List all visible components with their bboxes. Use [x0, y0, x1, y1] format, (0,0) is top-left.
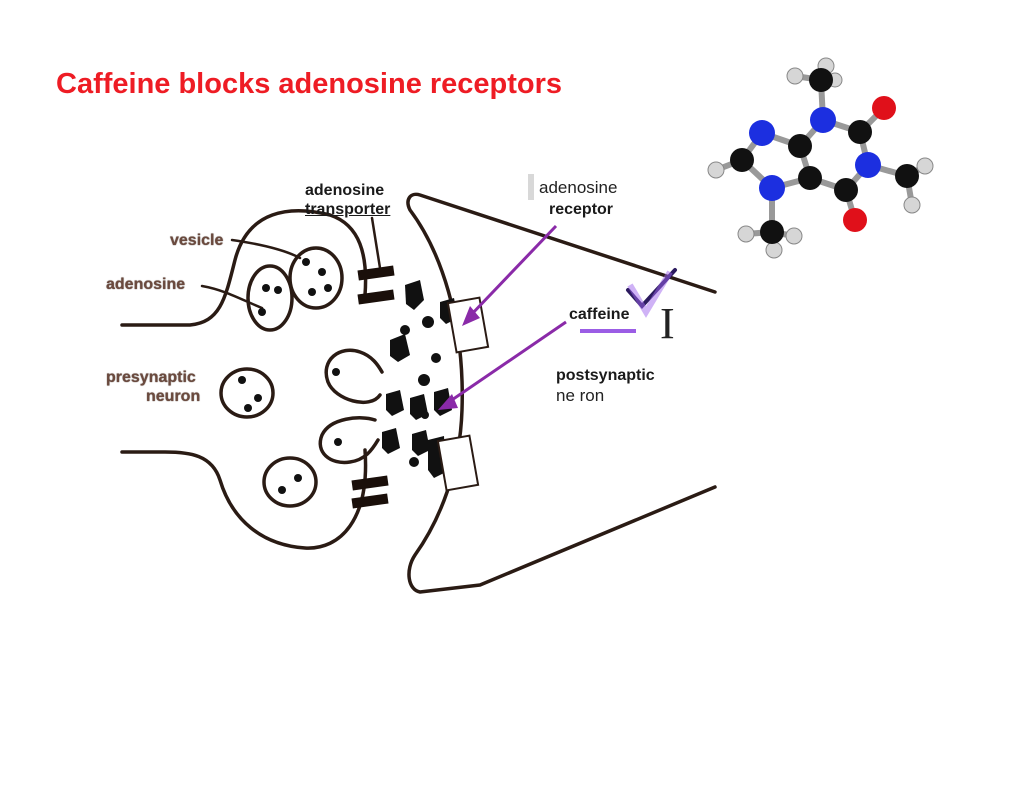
carbon-atom: [760, 220, 784, 244]
adenosine-receptor-label-line1: adenosine: [539, 178, 618, 197]
vesicle: [219, 367, 275, 419]
oxygen-atom: [843, 208, 867, 232]
vesicle-content: [262, 284, 270, 292]
presynaptic-label-line1: presynaptic: [106, 369, 196, 386]
adenosine-receptor-box: [436, 434, 480, 492]
adenosine-transporter-label-line2: transporter: [305, 201, 391, 218]
vesicle: [288, 246, 344, 310]
transporter-leader: [370, 216, 382, 270]
vesicle-content: [308, 288, 316, 296]
caffeine-particle: [400, 325, 410, 335]
hydrogen-atom: [903, 196, 921, 214]
check-mark-highlight: [627, 270, 673, 318]
hydrogen-atom: [786, 67, 804, 85]
carbon-atom: [848, 120, 872, 144]
vesicle-content: [332, 368, 340, 376]
transporter-bar: [351, 493, 389, 509]
adenosine-receptor-label-line2: receptor: [549, 201, 614, 218]
transporter-bar: [357, 265, 395, 281]
fusing-vesicle-upper: [324, 348, 384, 405]
receptor-arrowhead: [462, 306, 480, 326]
adenosine-receptor-box: [446, 296, 490, 354]
nitrogen-atom: [855, 152, 881, 178]
caffeine-particle: [418, 374, 430, 386]
caffeine-label: caffeine: [569, 306, 630, 323]
carbon-atom: [798, 166, 822, 190]
presynaptic-terminal-outline: [120, 209, 370, 550]
slide-title: Caffeine blocks adenosine receptors: [56, 68, 563, 100]
carbon-atom: [730, 148, 754, 172]
nitrogen-atom: [759, 175, 785, 201]
transporter-bar: [351, 475, 389, 491]
vesicle-content: [294, 474, 302, 482]
hydrogen-atom: [737, 225, 755, 243]
hydrogen-atom: [707, 161, 725, 179]
adenosine-transporter-label-line1: adenosine: [305, 182, 385, 199]
vesicle-content: [302, 258, 310, 266]
text-cursor-icon: I: [660, 299, 675, 348]
caffeine-particle: [431, 353, 441, 363]
vesicle-content: [244, 404, 252, 412]
caffeine-arrow: [445, 320, 567, 406]
adenosine-label: adenosine: [106, 276, 186, 293]
transporter-bar: [357, 289, 395, 305]
nitrogen-atom: [810, 107, 836, 133]
caffeine-arrowhead: [438, 394, 458, 410]
adenosine-molecule: [405, 280, 424, 310]
hydrogen-atom: [785, 227, 803, 245]
vesicle-label: vesicle: [170, 232, 224, 249]
vesicle-content: [324, 284, 332, 292]
vesicle: [262, 456, 318, 508]
carbon-atom: [788, 134, 812, 158]
vesicle-content: [238, 376, 246, 384]
oxygen-atom: [872, 96, 896, 120]
postsynaptic-neuron-outline: [406, 192, 717, 594]
fusing-vesicle-lower: [318, 416, 380, 465]
carbon-atom: [809, 68, 833, 92]
vesicle-content: [334, 438, 342, 446]
nitrogen-atom: [749, 120, 775, 146]
vesicle-content: [318, 268, 326, 276]
adenosine-molecule: [390, 334, 410, 362]
vesicle-content: [254, 394, 262, 402]
text-cursor-mark: [528, 174, 534, 200]
vesicle-content: [274, 286, 282, 294]
hydrogen-atom: [765, 241, 783, 259]
caffeine-particle: [421, 411, 429, 419]
hydrogen-atom: [916, 157, 934, 175]
vesicle: [246, 264, 294, 332]
adenosine-molecule: [382, 428, 400, 454]
caffeine-particle: [422, 316, 434, 328]
postsynaptic-label-line2: ne ron: [556, 386, 605, 405]
receptor-arrow: [468, 224, 558, 318]
vesicle-content: [278, 486, 286, 494]
caffeine-particle: [409, 457, 419, 467]
carbon-atom: [895, 164, 919, 188]
adenosine-molecule: [412, 430, 430, 456]
adenosine-leader: [200, 284, 264, 310]
vesicle-leader: [230, 238, 302, 260]
vesicle-content: [258, 308, 266, 316]
carbon-atom: [834, 178, 858, 202]
adenosine-molecule: [386, 390, 404, 416]
postsynaptic-label-line1: postsynaptic: [556, 367, 655, 384]
presynaptic-label-line2: neuron: [146, 388, 201, 405]
